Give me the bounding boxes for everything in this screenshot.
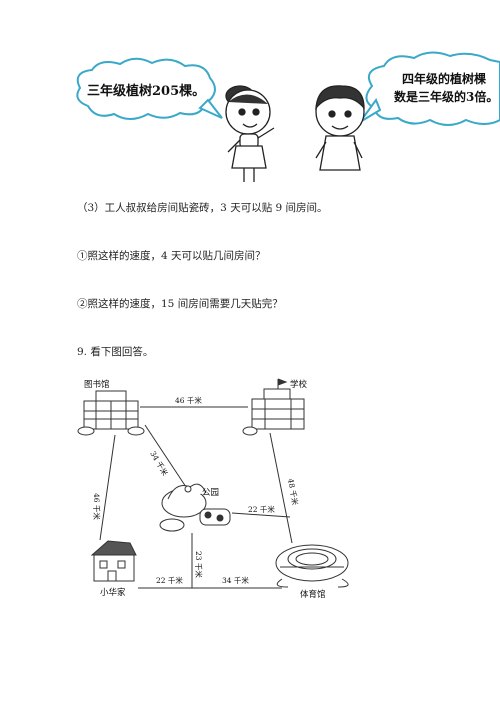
road-library-park <box>144 424 189 491</box>
label-home: 小华家 <box>100 587 126 598</box>
distance-park-stadium: 22 千米 <box>248 504 275 514</box>
road-library-home <box>99 434 116 541</box>
question-9-title: 9. 看下图回答。 <box>77 346 154 358</box>
bubble-right-text-2: 数是三年级的3倍。 <box>394 89 498 104</box>
stadium-building <box>275 544 349 588</box>
label-library: 图书馆 <box>84 379 110 390</box>
distance-library-home: 46 千米 <box>92 493 102 520</box>
illustration: 三年级植树205棵。 四年级的植树棵 数是三年级的3倍。 <box>76 51 500 182</box>
distance-school-stadium: 48 千米 <box>286 478 301 507</box>
speech-bubble-left: 三年级植树205棵。 <box>76 57 223 120</box>
question-3-sub-2: ②照这样的速度，15 间房间需要几天贴完？ <box>77 298 283 310</box>
label-park: 公园 <box>202 488 219 498</box>
distance-junction-stadium: 34 千米 <box>222 575 249 585</box>
distance-park-junction: 23 千米 <box>194 551 204 578</box>
label-school: 学校 <box>290 379 308 390</box>
bubble-right-text-1: 四年级的植树棵 <box>402 71 486 86</box>
park-building <box>159 483 231 532</box>
home-building <box>90 540 137 582</box>
question-3-sub-1: ①照这样的速度，4 天可以贴几间房间？ <box>77 250 266 262</box>
bubble-left-text: 三年级植树205棵。 <box>87 83 205 99</box>
road-park-stadium <box>231 512 291 518</box>
road-lines <box>99 406 293 589</box>
boy-figure <box>315 85 365 171</box>
distance-library-school: 46 千米 <box>175 395 202 405</box>
road-school-stadium <box>269 432 293 544</box>
distance-library-park: 34 千米 <box>148 449 170 478</box>
library-building <box>77 390 145 436</box>
map-diagram: 图书馆 学校 公园 <box>77 378 349 600</box>
speech-bubble-right: 四年级的植树棵 数是三年级的3倍。 <box>359 51 500 126</box>
question-3-prompt: （3）工人叔叔给房间贴瓷砖，3 天可以贴 9 间房间。 <box>77 202 328 214</box>
label-stadium: 体育馆 <box>300 589 326 600</box>
distance-home-junction: 22 千米 <box>156 575 183 585</box>
school-building <box>242 378 305 436</box>
girl-figure <box>225 85 275 182</box>
